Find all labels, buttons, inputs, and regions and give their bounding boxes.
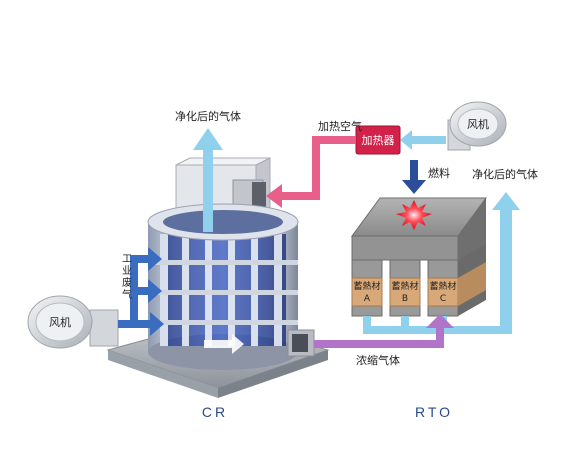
bed-b-label-line2: B <box>402 294 408 304</box>
concentrated-gas-label: 浓缩气体 <box>356 353 400 367</box>
flame-icon <box>396 200 432 230</box>
fan-top <box>447 101 507 151</box>
clean-gas-arrow-right <box>363 192 520 334</box>
rto-caption: RTO <box>415 404 453 420</box>
bed-c-label-line2: C <box>440 294 446 304</box>
heated-air-label: 加热空气 <box>318 119 362 133</box>
waste-gas-arrows <box>118 247 164 336</box>
fan-left-label: 风机 <box>49 315 71 329</box>
clean-gas-left-label: 净化后的气体 <box>175 109 241 123</box>
fuel-label: 燃料 <box>428 166 450 180</box>
fan-left <box>27 295 119 349</box>
bed-a-label-line2: A <box>364 294 371 304</box>
bed-c-label-line1: 蓄熱材 <box>429 280 456 292</box>
bed-b-label-line1: 蓄熱材 <box>391 280 418 292</box>
clean-gas-right-label: 净化后的气体 <box>472 167 538 181</box>
cr-caption: CR <box>202 404 228 420</box>
rto-unit <box>351 197 487 317</box>
bed-a-label-line1: 蓄熱材 <box>353 280 380 292</box>
air-to-heater-arrow <box>400 130 446 150</box>
waste-gas-label: 工业废气 <box>122 254 132 301</box>
cr-rotor-cylinder <box>147 203 299 370</box>
clean-gas-arrow-left <box>193 128 223 232</box>
cr-top-duct <box>175 157 271 218</box>
heater-label: 加热器 <box>362 134 395 147</box>
fan-top-label: 风机 <box>467 117 489 131</box>
cr-outlet-box <box>287 329 315 357</box>
fuel-arrow <box>402 160 426 194</box>
concentrated-gas-arrow <box>314 314 454 348</box>
hot-air-arrow <box>266 136 356 208</box>
